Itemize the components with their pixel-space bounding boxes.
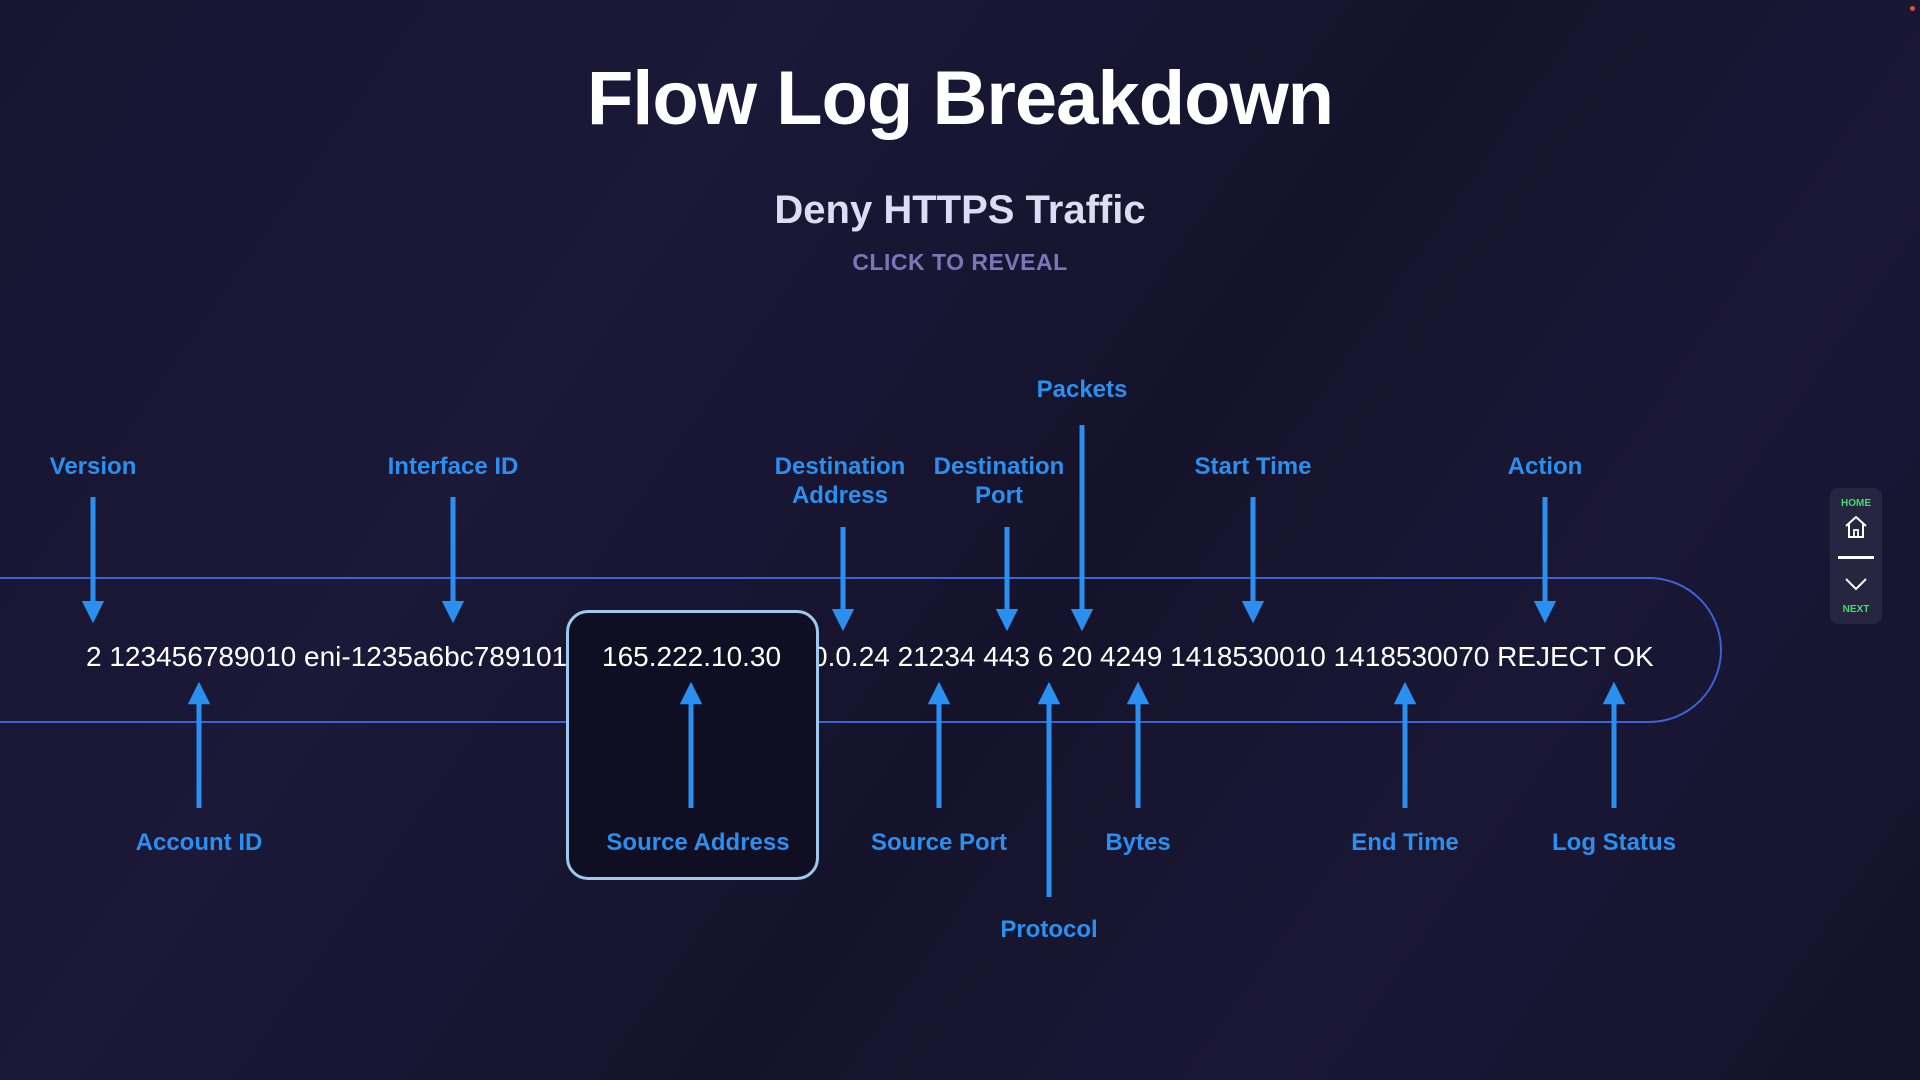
chevron-down-icon[interactable] bbox=[1842, 570, 1870, 598]
page-subtitle: Deny HTTPS Traffic bbox=[774, 188, 1146, 232]
label-source-address: Source Address bbox=[606, 829, 790, 856]
label-packets: Packets bbox=[1036, 376, 1128, 403]
log-segment-prefix: 2 123456789010 eni-1235a6bc7891011 bbox=[86, 641, 581, 672]
recording-indicator bbox=[1910, 6, 1915, 11]
log-track bbox=[0, 577, 1722, 723]
next-label: NEXT bbox=[1842, 604, 1870, 615]
label-start-time: Start Time bbox=[1194, 453, 1312, 480]
click-to-reveal-button[interactable]: CLICK TO REVEAL bbox=[852, 249, 1068, 275]
home-label: HOME bbox=[1841, 498, 1871, 509]
label-interface-id: Interface ID bbox=[387, 453, 519, 480]
label-action: Action bbox=[1507, 453, 1583, 480]
label-destination-port: Destination Port bbox=[933, 453, 1065, 509]
label-end-time: End Time bbox=[1351, 829, 1459, 856]
label-log-status: Log Status bbox=[1552, 829, 1676, 856]
log-segment-suffix: 0.0.24 21234 443 6 20 4249 1418530010 14… bbox=[812, 641, 1654, 672]
page-title: Flow Log Breakdown bbox=[586, 56, 1334, 141]
label-protocol: Protocol bbox=[1000, 916, 1098, 943]
home-icon[interactable] bbox=[1843, 514, 1869, 540]
source-address-value: 165.222.10.30 bbox=[602, 641, 782, 672]
label-bytes: Bytes bbox=[1105, 829, 1171, 856]
slide-navigation: HOME NEXT bbox=[1830, 488, 1882, 624]
label-account-id: Account ID bbox=[135, 829, 263, 856]
label-destination-address: Destination Address bbox=[774, 453, 906, 509]
flow-log-line: 2 123456789010 eni-1235a6bc7891011 0.0.2… bbox=[0, 641, 1920, 681]
label-source-port: Source Port bbox=[870, 829, 1008, 856]
label-version: Version bbox=[49, 453, 137, 480]
nav-divider bbox=[1838, 556, 1874, 559]
